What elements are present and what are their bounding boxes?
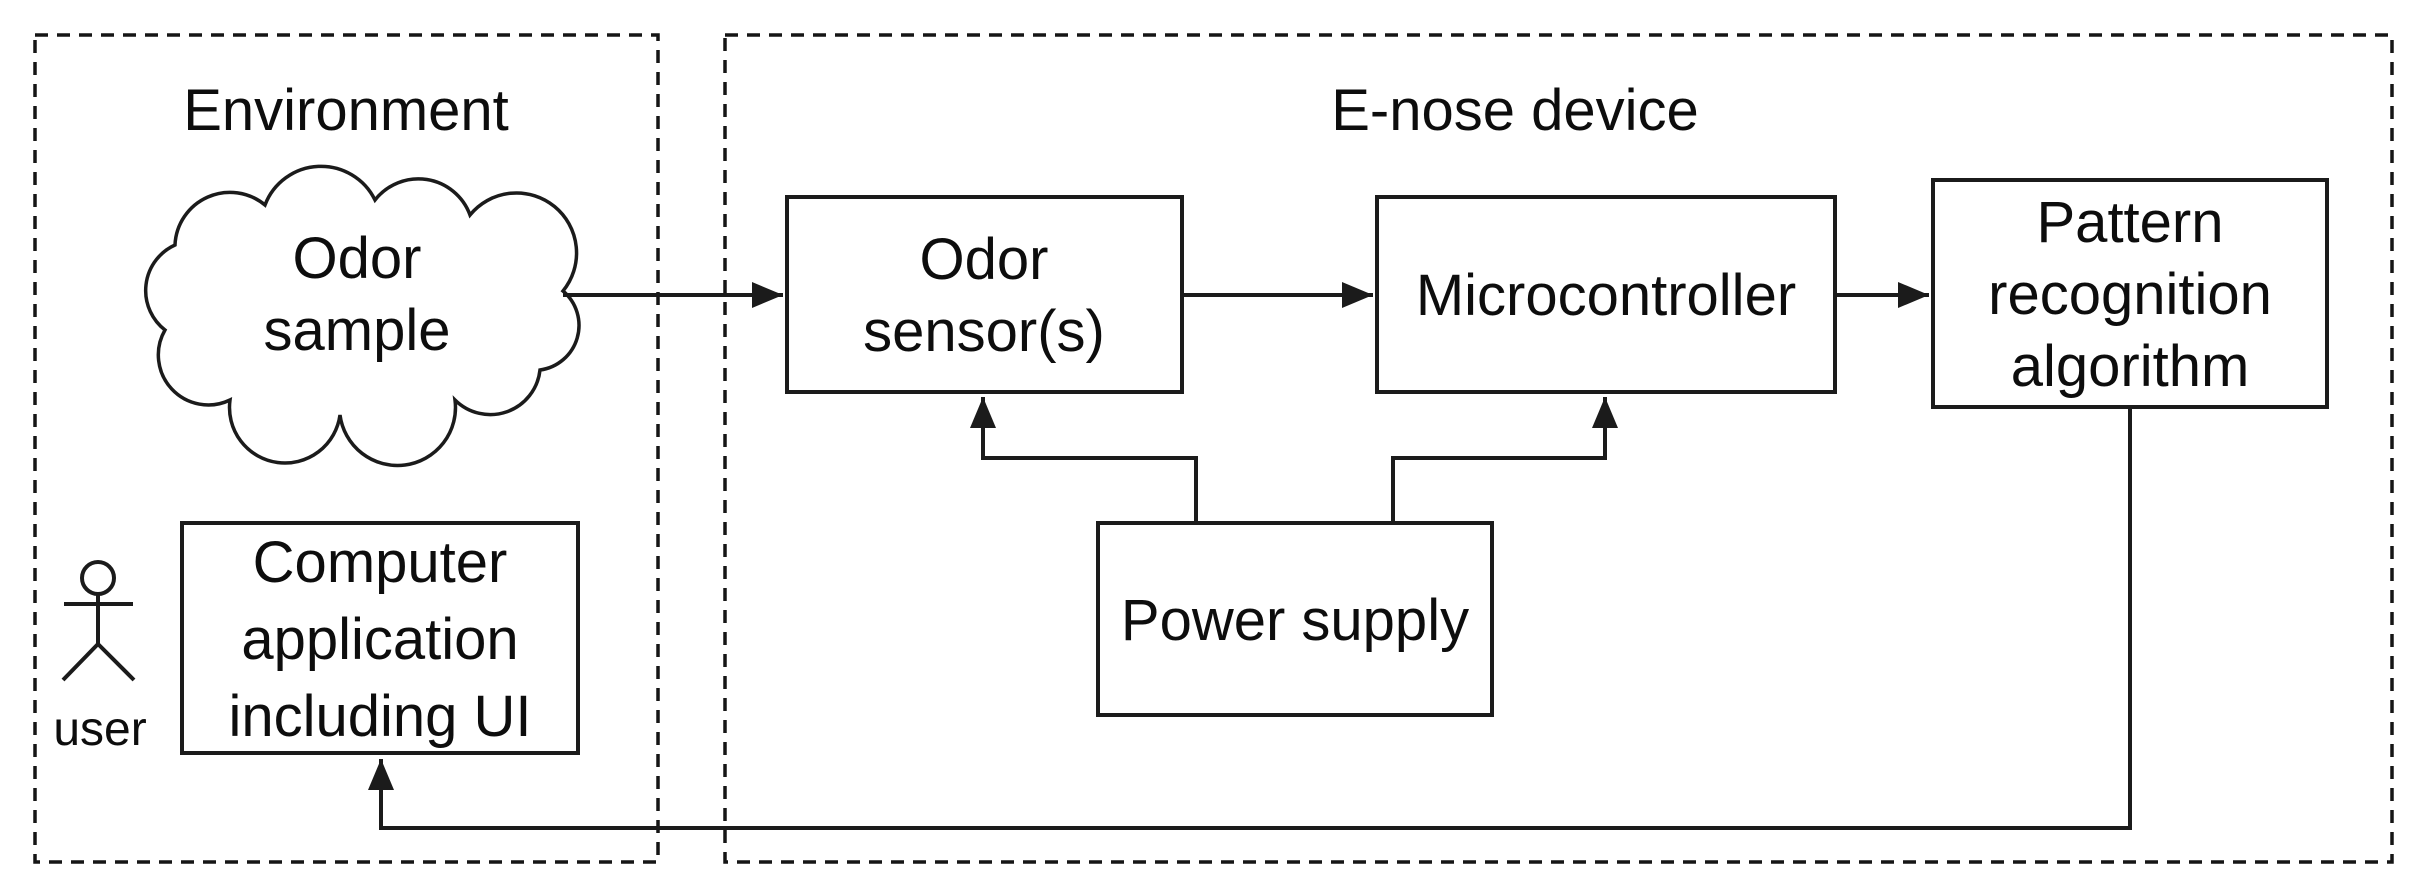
pattern-recognition-line1: Pattern bbox=[2037, 190, 2224, 255]
enose-device-title: E-nose device bbox=[1331, 78, 1699, 143]
computer-application-rect bbox=[180, 521, 580, 755]
odor-sample-cloud: Odor sample bbox=[143, 164, 581, 468]
odor-sensor-box: Odor sensor(s) bbox=[785, 195, 1184, 394]
microcontroller-box: Microcontroller bbox=[1375, 195, 1837, 394]
arrow-power-to-odor-sensor bbox=[970, 397, 1198, 523]
computer-application-line2: application bbox=[241, 607, 518, 672]
cloud-label-line2: sample bbox=[264, 298, 451, 363]
computer-application-line3: including UI bbox=[228, 684, 531, 749]
cloud-icon bbox=[143, 164, 581, 468]
actor-head-icon bbox=[80, 560, 116, 596]
odor-sensor-line2: sensor(s) bbox=[863, 299, 1105, 364]
environment-container bbox=[33, 33, 660, 864]
actor-legs-icon bbox=[61, 642, 136, 682]
enose-device-container bbox=[723, 33, 2394, 864]
pattern-recognition-box: Pattern recognition algorithm bbox=[1931, 178, 2329, 409]
microcontroller-label: Microcontroller bbox=[1416, 263, 1796, 328]
power-supply-box: Power supply bbox=[1096, 521, 1494, 717]
arrow-power-to-microcontroller bbox=[1391, 397, 1618, 523]
environment-title: Environment bbox=[183, 78, 509, 143]
pattern-recognition-rect bbox=[1931, 178, 2329, 409]
computer-application-line1: Computer bbox=[253, 530, 508, 595]
pattern-recognition-line3: algorithm bbox=[2011, 334, 2250, 399]
computer-application-box: Computer application including UI bbox=[180, 521, 580, 755]
arrow-pattern-to-computer-application bbox=[368, 407, 2132, 830]
pattern-recognition-line2: recognition bbox=[1988, 262, 2272, 327]
user-actor: user bbox=[53, 560, 147, 756]
power-supply-label: Power supply bbox=[1121, 588, 1469, 653]
power-supply-rect bbox=[1096, 521, 1494, 717]
odor-sensor-line1: Odor bbox=[920, 227, 1049, 292]
user-label: user bbox=[53, 703, 146, 756]
cloud-label-line1: Odor bbox=[293, 226, 422, 291]
